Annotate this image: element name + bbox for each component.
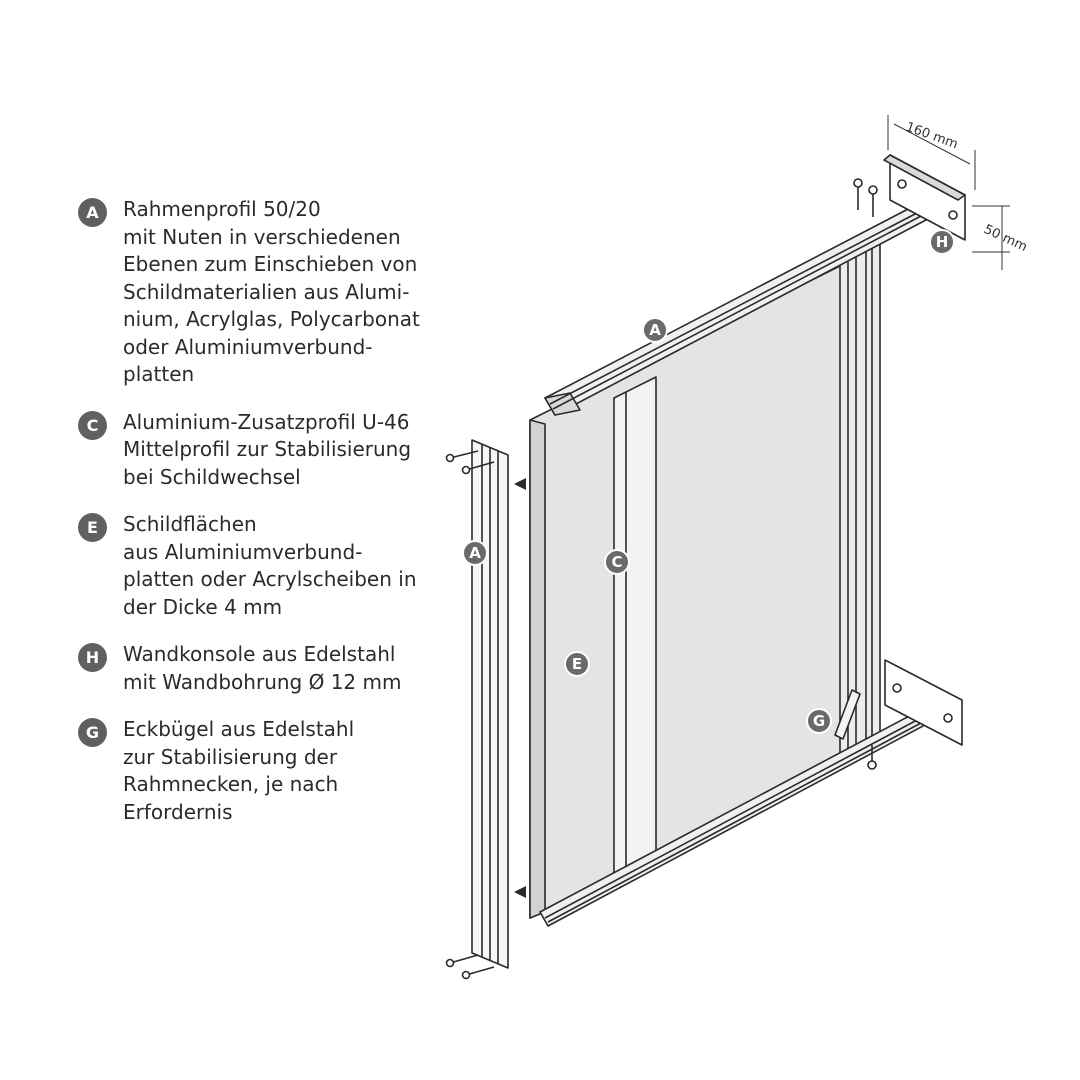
legend-text-g: Eckbügel aus Edelstahl zur Stabilisierun…: [123, 716, 354, 826]
callout-a-side-label: A: [469, 544, 481, 562]
legend-line: Ebenen zum Einschieben von: [123, 252, 418, 276]
callout-h-label: H: [936, 233, 949, 251]
legend-text-a: Rahmenprofil 50/20 mit Nuten in verschie…: [123, 196, 420, 389]
legend-badge-g: G: [78, 718, 107, 747]
legend-line: bei Schildwechsel: [123, 464, 301, 489]
callout-g: G: [806, 708, 832, 734]
callout-c: C: [604, 549, 630, 575]
legend-line: aus Aluminiumverbund-: [123, 539, 363, 564]
legend-item-c: C Aluminium-Zusatzprofil U-46 Mittelprof…: [78, 409, 458, 492]
legend-badge-c: C: [78, 410, 107, 440]
legend-badge-a: A: [78, 198, 107, 227]
callout-a-side: A: [462, 540, 488, 566]
wall-bracket-bottom: [884, 659, 963, 746]
sign-panel-edge: [529, 419, 546, 919]
insertion-arrows: [514, 478, 526, 898]
legend-line: mit Nuten in verschiedenen: [123, 224, 401, 249]
legend: A Rahmenprofil 50/20 mit Nuten in versch…: [78, 196, 458, 846]
callout-c-label: C: [611, 553, 622, 571]
legend-line: platten: [123, 362, 195, 386]
legend-item-e: E Schildflächen aus Aluminiumverbund- pl…: [78, 511, 458, 621]
legend-line: nium, Acrylglas, Polycarbonat: [123, 307, 420, 331]
detached-side-profile: [445, 439, 509, 980]
legend-line: oder Aluminiumverbund-: [123, 334, 373, 359]
legend-line: Aluminium-Zusatzprofil U-46: [123, 409, 410, 434]
legend-line: Rahmenprofil 50/20: [123, 197, 321, 221]
legend-item-h: H Wandkonsole aus Edelstahl mit Wandbohr…: [78, 641, 458, 696]
legend-item-g: G Eckbügel aus Edelstahl zur Stabilisier…: [78, 716, 458, 826]
callout-g-label: G: [813, 712, 825, 730]
legend-line: Wandkonsole aus Edelstahl: [123, 642, 396, 666]
callout-e-label: E: [572, 655, 582, 673]
legend-text-e: Schildflächen aus Aluminiumverbund- plat…: [123, 511, 417, 621]
legend-line: mit Wandbohrung Ø 12 mm: [123, 669, 402, 694]
callout-a-top: A: [642, 317, 668, 343]
corner-bracket: [834, 689, 861, 740]
sign-panel: [529, 261, 849, 919]
dimension-width-label: 160 mm: [904, 120, 960, 153]
callout-e: E: [564, 651, 590, 677]
legend-line: Erfordernis: [123, 799, 233, 824]
legend-line: der Dicke 4 mm: [123, 594, 283, 619]
legend-text-h: Wandkonsole aus Edelstahl mit Wandbohrun…: [123, 641, 401, 696]
dimension-depth-label: 50 mm: [981, 222, 1029, 255]
legend-line: platten oder Acrylscheiben in: [123, 567, 417, 591]
legend-item-a: A Rahmenprofil 50/20 mit Nuten in versch…: [78, 196, 458, 389]
callout-a-top-label: A: [649, 321, 661, 339]
legend-line: zur Stabilisierung der: [123, 744, 338, 769]
callout-h: H: [929, 229, 955, 255]
middle-profile: [613, 376, 657, 877]
right-frame-profile: [839, 243, 881, 759]
legend-text-c: Aluminium-Zusatzprofil U-46 Mittelprofil…: [123, 409, 411, 492]
legend-line: Schildmaterialien aus Alumi-: [123, 279, 410, 304]
legend-line: Rahmnecken, je nach: [123, 772, 339, 796]
bottom-screw: [867, 745, 877, 770]
legend-line: Mittelprofil zur Stabilisierung: [123, 437, 412, 461]
legend-badge-h: H: [78, 643, 107, 672]
legend-badge-e: E: [78, 513, 107, 542]
legend-line: Schildflächen: [123, 512, 257, 536]
top-screws: [853, 178, 878, 217]
legend-line: Eckbügel aus Edelstahl: [123, 717, 355, 741]
